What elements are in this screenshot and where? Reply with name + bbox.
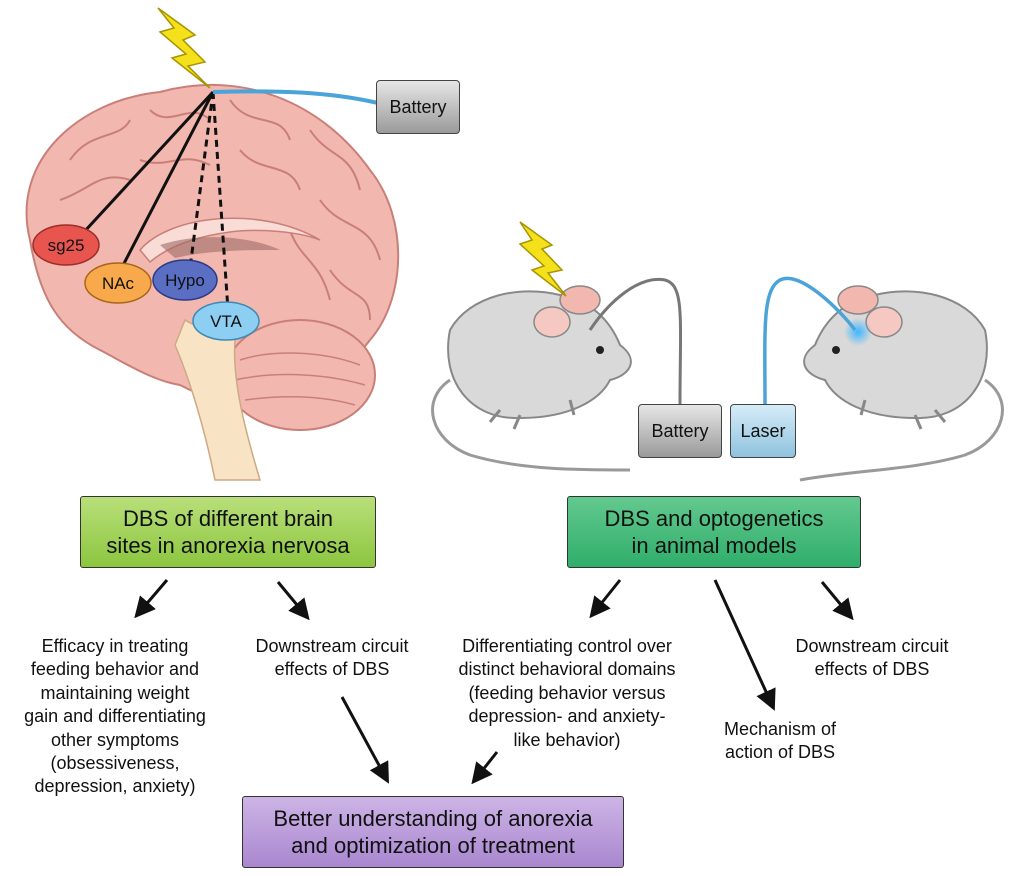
box-dbs-animal-models: DBS and optogenetics in animal models: [567, 496, 861, 568]
region-nac: [84, 262, 152, 304]
outcome-differentiating: Differentiating control over distinct be…: [458, 636, 676, 750]
box-better-understanding: Better understanding of anorexia and opt…: [242, 796, 624, 868]
brain-regions: sg25 NAc Hypo VTA: [32, 224, 260, 341]
mouse-left: [431, 285, 632, 472]
region-sg25: [32, 224, 100, 266]
box-dbs-anorexia: DBS of different brain sites in anorexia…: [80, 496, 376, 568]
brain-illustration: [25, 84, 400, 481]
lightning-bolt-mouse-icon: [518, 221, 567, 297]
flow-arrows: [134, 579, 854, 785]
battery-mouse: Battery: [638, 404, 722, 458]
region-vta: [192, 301, 260, 341]
outcome-downstream-left: Downstream circuit effects of DBS: [255, 636, 409, 680]
outcome-downstream-right: Downstream circuit effects of DBS: [795, 636, 949, 680]
electrode-leads: [70, 90, 230, 311]
laser: Laser: [730, 404, 796, 458]
lightning-bolt-icon: [157, 7, 211, 89]
wire-to-battery: [212, 89, 379, 105]
outcome-mechanism: Mechanism of action of DBS: [723, 719, 837, 763]
outcome-efficacy: Efficacy in treating feeding behavior an…: [24, 636, 206, 797]
region-nac-label: NAc: [102, 274, 135, 293]
region-sg25-label: sg25: [48, 236, 85, 255]
region-vta-label: VTA: [210, 312, 242, 331]
region-hypo-label: Hypo: [165, 271, 205, 290]
wire-mouse-battery: [588, 277, 683, 405]
wire-mouse-laser: [763, 276, 857, 405]
battery-top: Battery: [376, 80, 460, 134]
region-hypo: [152, 259, 218, 301]
mouse-right: [799, 285, 1004, 482]
